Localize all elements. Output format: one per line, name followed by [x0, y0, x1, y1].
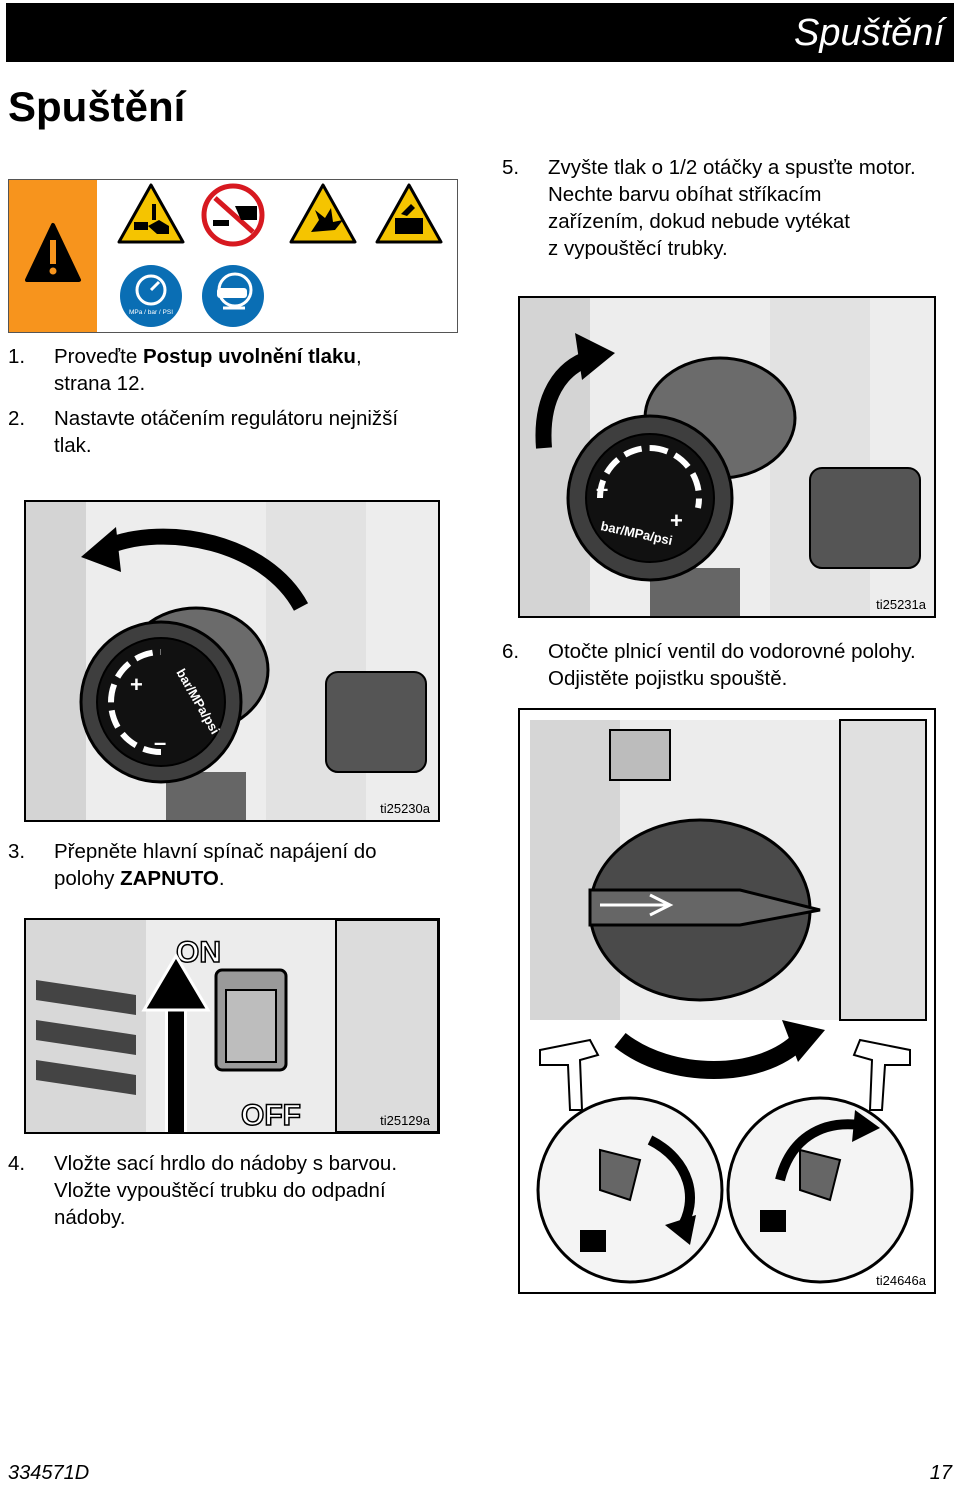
no-spraying-at-people-icon	[201, 183, 265, 247]
step-text: z vypouštěcí trubky.	[548, 237, 728, 260]
step-text: nádoby.	[54, 1206, 126, 1229]
step-number: 3.	[8, 840, 26, 863]
step-text: Proveďte	[54, 345, 143, 368]
rotate-arrow-icon	[852, 1110, 880, 1142]
step-text: .	[218, 867, 225, 890]
step-text: zařízením, dokud nebude vytékat	[548, 210, 850, 233]
page-number: 17	[929, 1462, 952, 1484]
pressure-gauge-icon: MPa / bar / PSI	[120, 265, 182, 327]
step-text: polohy	[54, 867, 121, 890]
step-text: ,	[355, 345, 362, 368]
header-section-title: Spuštění	[794, 12, 944, 54]
spray-gun-icon	[852, 1038, 911, 1111]
step-text: Vložte sací hrdlo do nádoby s barvou.	[54, 1152, 398, 1175]
dial-plus-label: +	[670, 508, 683, 533]
rotate-arrow-icon	[782, 1020, 825, 1062]
figure-id: ti24646a	[876, 1273, 926, 1288]
figure-id: ti25129a	[380, 1113, 430, 1128]
step-1: 1. Proveďte Postup uvolnění tlaku, stran…	[8, 343, 458, 399]
step-text: strana 12.	[54, 372, 146, 395]
dial-plus-label: +	[130, 672, 143, 697]
step-text: tlak.	[54, 434, 92, 457]
prime-valve-figure: ti24646a	[518, 708, 936, 1294]
step-text: Přepněte hlavní spínač napájení do	[54, 840, 377, 863]
header-bar: Spuštění	[6, 3, 954, 62]
regulator-decrease-figure: + – bar/MPa/psi ti25230a	[24, 500, 440, 822]
switch-off-label: OFF	[241, 1099, 301, 1132]
unlocked-padlock-icon	[760, 1210, 786, 1232]
step-number: 5.	[502, 156, 520, 179]
spray-gun-icon	[539, 1038, 600, 1111]
step-number: 1.	[8, 345, 26, 368]
step-4: 4. Vložte sací hrdlo do nádoby s barvou.…	[8, 1150, 458, 1234]
skin-injection-icon	[117, 183, 185, 244]
step-2: 2. Nastavte otáčením regulátoru nejnižší…	[8, 405, 458, 461]
eye-protection-icon	[202, 265, 264, 327]
rotate-arrow-icon	[81, 527, 121, 572]
up-arrow-icon	[141, 953, 211, 1012]
step-text: Odjistěte pojistku spouště.	[548, 667, 788, 690]
step-text: Zvyšte tlak o 1/2 otáčky a spusťte motor…	[548, 156, 916, 179]
page-title: Spuštění	[8, 83, 186, 130]
dial-minus-label: –	[596, 476, 608, 501]
dial-minus-label: –	[154, 730, 166, 755]
step-number: 6.	[502, 640, 520, 663]
figure-id: ti25230a	[380, 801, 430, 816]
regulator-increase-figure: – + bar/MPa/psi ti25231a	[518, 296, 936, 618]
gauge-units-label: MPa / bar / PSI	[129, 309, 173, 316]
document-number: 334571D	[8, 1462, 90, 1484]
step-number: 4.	[8, 1152, 26, 1175]
step-text: Otočte plnicí ventil do vodorovné polohy…	[548, 640, 916, 663]
explosion-icon	[289, 183, 357, 244]
rotate-arrow-icon	[575, 333, 615, 380]
step-number: 2.	[8, 407, 26, 430]
step-6: 6. Otočte plnicí ventil do vodorovné pol…	[502, 638, 952, 694]
moving-parts-icon	[375, 183, 443, 244]
switch-position: ZAPNUTO	[120, 867, 219, 890]
warning-icons-panel: MPa / bar / PSI	[8, 179, 458, 333]
step-text: Nastavte otáčením regulátoru nejnižší	[54, 407, 399, 430]
step-3: 3. Přepněte hlavní spínač napájení do po…	[8, 838, 458, 894]
step-text: Nechte barvu obíhat stříkacím	[548, 183, 822, 206]
unlocked-padlock-icon	[580, 1230, 606, 1252]
step-text: Vložte vypouštěcí trubku do odpadní	[54, 1179, 386, 1202]
figure-id: ti25231a	[876, 597, 926, 612]
switch-on-label: ON	[176, 936, 221, 969]
step-5: 5. Zvyšte tlak o 1/2 otáčky a spusťte mo…	[502, 154, 952, 266]
power-switch-figure: ON OFF ti25129a	[24, 918, 440, 1134]
rotate-arrow-icon	[665, 1215, 696, 1245]
procedure-link: Postup uvolnění tlaku	[142, 345, 356, 368]
